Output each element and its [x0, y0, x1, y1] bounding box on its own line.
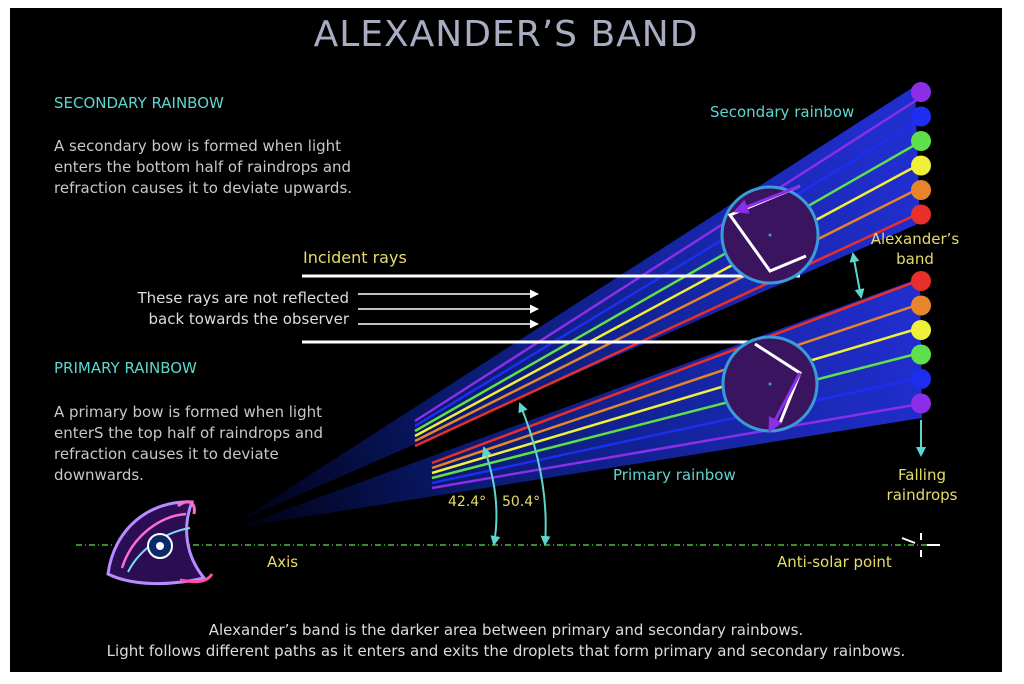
- alexanders-band-label-line1: Alexander’s: [870, 230, 960, 248]
- primary-raindrop-dot-3: [911, 320, 931, 340]
- alexanders-band-arrow: [849, 252, 865, 299]
- secondary-raindrop-dot-5: [911, 180, 931, 200]
- anti-solar-point-marker: [901, 533, 940, 557]
- secondary-raindrop: [720, 184, 820, 285]
- primary-raindrop-dot-6: [911, 393, 931, 414]
- page-title: ALEXANDER’S BAND: [313, 14, 699, 55]
- primary-ray-lines: [431, 278, 921, 490]
- non-reflected-rays: [358, 289, 539, 329]
- secondary-raindrop-dot-3: [911, 131, 931, 151]
- diagram-panel: ALEXANDER’S BAND SECONDARY RAINBOW A sec…: [10, 8, 1002, 672]
- primary-raindrop-dot-2: [911, 295, 931, 316]
- primary-raindrop: [721, 335, 819, 433]
- primary-heading: PRIMARY RAINBOW: [54, 359, 197, 377]
- secondary-color-dots: [911, 82, 931, 225]
- falling-raindrops-label-line1: Falling: [898, 466, 946, 484]
- not-reflected-label-line2: back towards the observer: [148, 310, 349, 328]
- secondary-raindrop-dot-1: [911, 82, 931, 102]
- alexanders-band-label-line2: band: [896, 250, 934, 268]
- secondary-raindrop-dot-4: [911, 155, 931, 176]
- primary-description: A primary bow is formed when light enter…: [54, 403, 324, 484]
- incident-rays-label: Incident rays: [303, 248, 407, 267]
- primary-raindrop-dot-5: [911, 369, 931, 389]
- angle-label-secondary: 50.4°: [502, 494, 541, 510]
- angle-arc-secondary: [518, 402, 551, 546]
- primary-rainbow-label: Primary rainbow: [613, 466, 736, 484]
- diagram-graphics: [76, 82, 940, 586]
- anti-solar-point-label: Anti-solar point: [777, 553, 892, 571]
- secondary-ray-lines: [414, 96, 921, 448]
- angle-arc-primary: [482, 446, 501, 546]
- not-reflected-label-line1: These rays are not reflected: [137, 289, 349, 307]
- primary-color-dots: [911, 271, 931, 414]
- footer-line2: Light follows different paths as it ente…: [106, 642, 906, 660]
- secondary-raindrop-dot-2: [911, 106, 931, 127]
- primary-raindrop-dot-4: [911, 344, 931, 365]
- observer-eye-icon: [106, 500, 214, 586]
- primary-raindrop-dot-1: [911, 271, 931, 291]
- axis-label: Axis: [267, 553, 299, 571]
- secondary-description: A secondary bow is formed when light ent…: [54, 137, 353, 197]
- secondary-rainbow-label: Secondary rainbow: [710, 103, 855, 121]
- secondary-raindrop-dot-6: [911, 204, 931, 225]
- footer-line1: Alexander’s band is the darker area betw…: [208, 621, 804, 639]
- secondary-heading: SECONDARY RAINBOW: [54, 94, 224, 112]
- angle-label-primary: 42.4°: [448, 494, 487, 510]
- falling-raindrops-label-line2: raindrops: [886, 486, 958, 504]
